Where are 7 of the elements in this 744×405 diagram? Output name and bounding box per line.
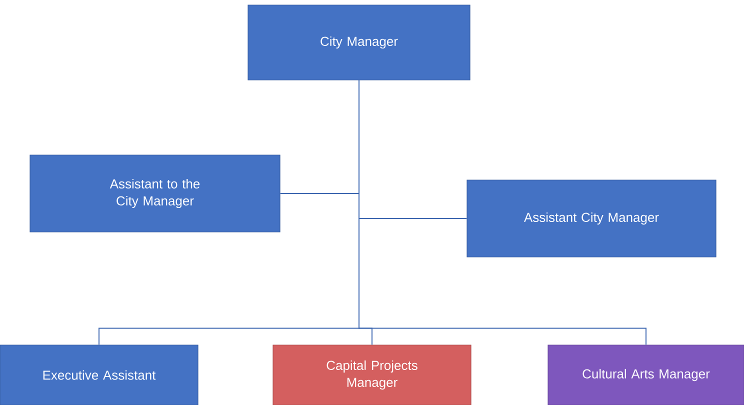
org-box: Cultural Arts Manager	[548, 344, 744, 405]
org-box: Assistant City Manager	[466, 180, 716, 258]
org-box: Capital Projects Manager	[272, 344, 472, 405]
org-box: City Manager	[248, 4, 470, 80]
connector-line	[358, 80, 646, 346]
org-box: Assistant to the City Manager	[30, 154, 280, 232]
org-box: Executive Assistant	[0, 344, 198, 405]
